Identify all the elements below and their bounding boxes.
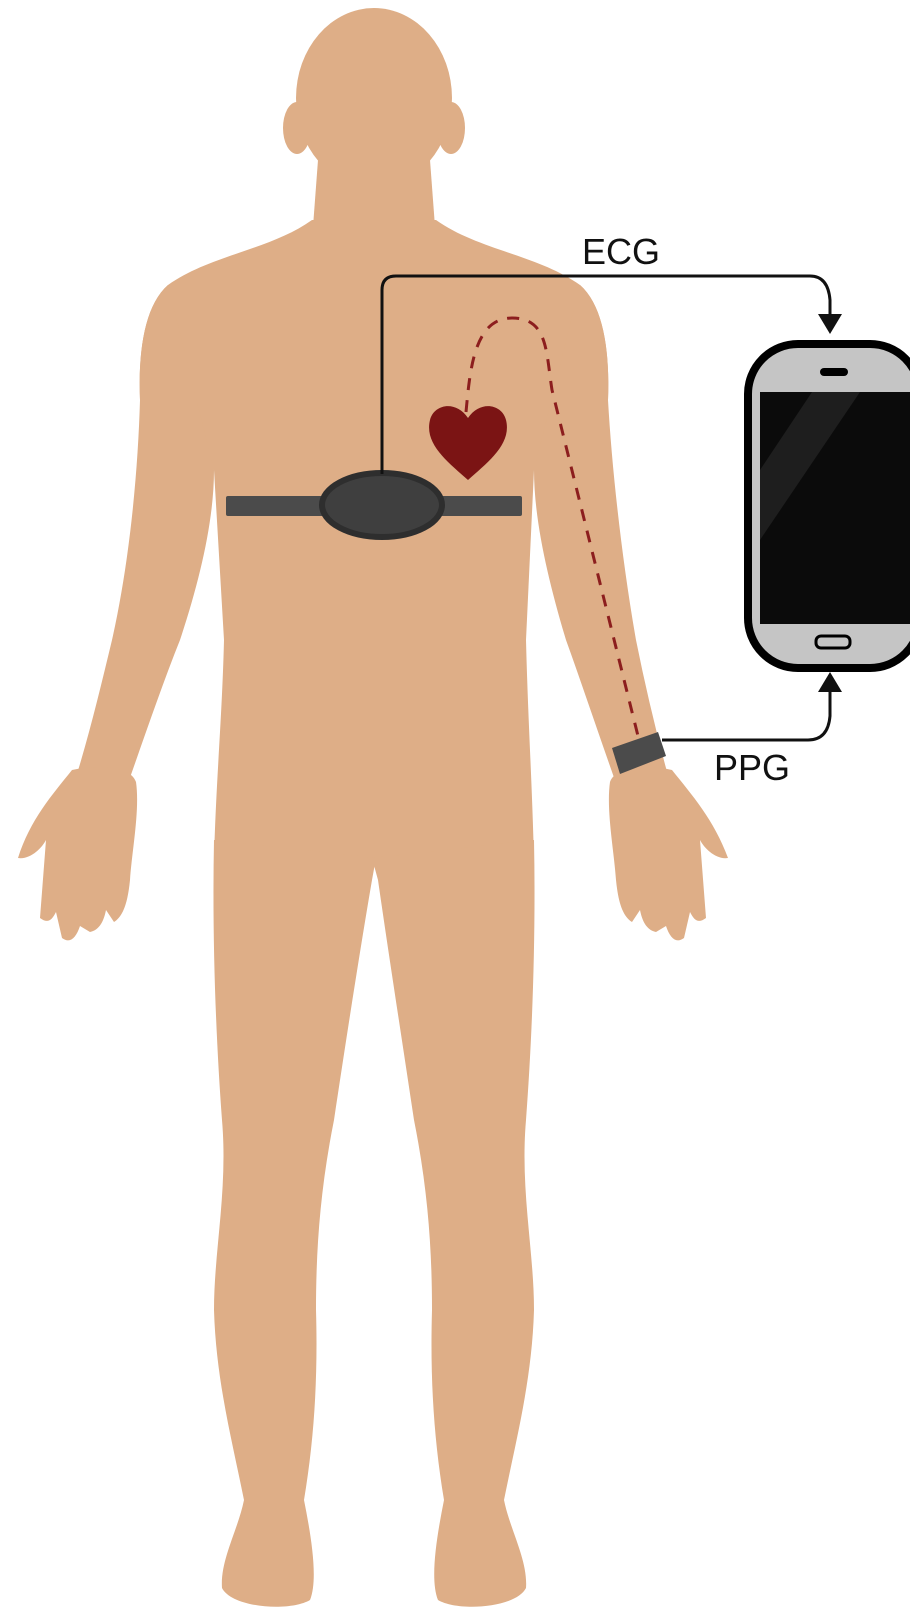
- ppg-arrowhead: [818, 672, 842, 692]
- ppg-signal-line: [662, 690, 830, 740]
- left-ear: [283, 102, 311, 154]
- ppg-label: PPG: [714, 747, 790, 788]
- left-leg: [213, 840, 376, 1607]
- right-hand: [609, 767, 728, 940]
- chest-strap-pod: [322, 473, 442, 537]
- phone-home-button: [816, 636, 850, 648]
- left-hand: [18, 767, 137, 940]
- right-leg: [372, 840, 535, 1607]
- smartphone-icon: [748, 344, 910, 668]
- torso: [140, 220, 609, 860]
- phone-speaker: [820, 368, 848, 376]
- right-ear: [437, 102, 465, 154]
- ecg-label: ECG: [582, 231, 660, 272]
- ecg-arrowhead: [818, 314, 842, 334]
